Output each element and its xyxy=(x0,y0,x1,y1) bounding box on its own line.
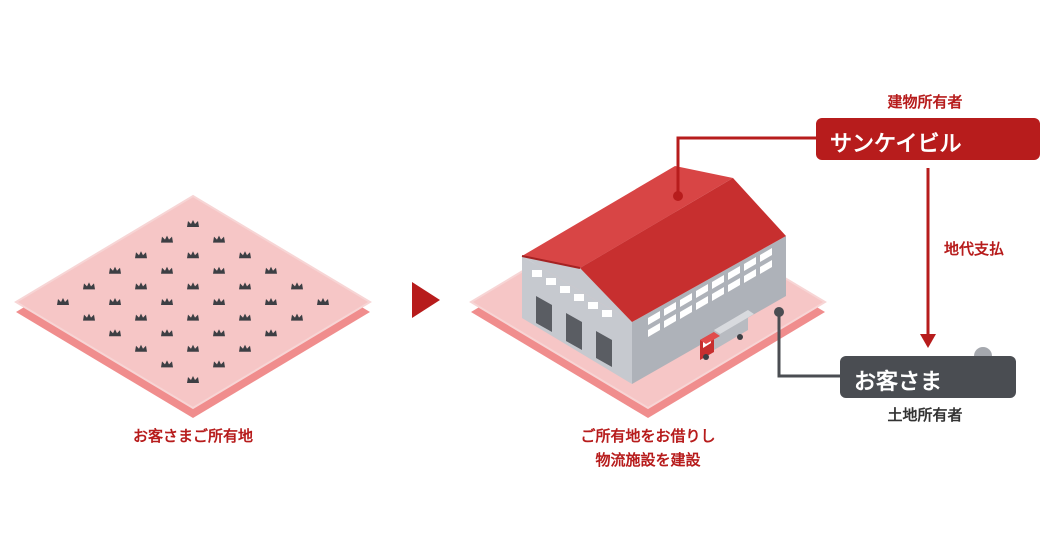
owner-name: サンケイビル xyxy=(830,126,962,158)
owner-connector-dot xyxy=(673,191,683,201)
customer-badge: お客さま xyxy=(840,356,1016,398)
owner-badge: サンケイビル xyxy=(816,118,1040,160)
left-caption: お客さまご所有地 xyxy=(93,424,293,448)
payment-arrow xyxy=(920,168,936,348)
owner-role-label: 建物所有者 xyxy=(860,91,990,112)
land-plot xyxy=(16,196,370,418)
customer-name: お客さま xyxy=(854,364,942,396)
flow-arrow-icon xyxy=(412,282,440,318)
customer-connector-dot xyxy=(774,307,784,317)
payment-label: 地代支払 xyxy=(944,238,1004,259)
center-caption-line2: 物流施設を建設 xyxy=(548,448,748,472)
customer-role-label: 土地所有者 xyxy=(860,404,990,425)
center-caption-line1: ご所有地をお借りし xyxy=(548,424,748,448)
